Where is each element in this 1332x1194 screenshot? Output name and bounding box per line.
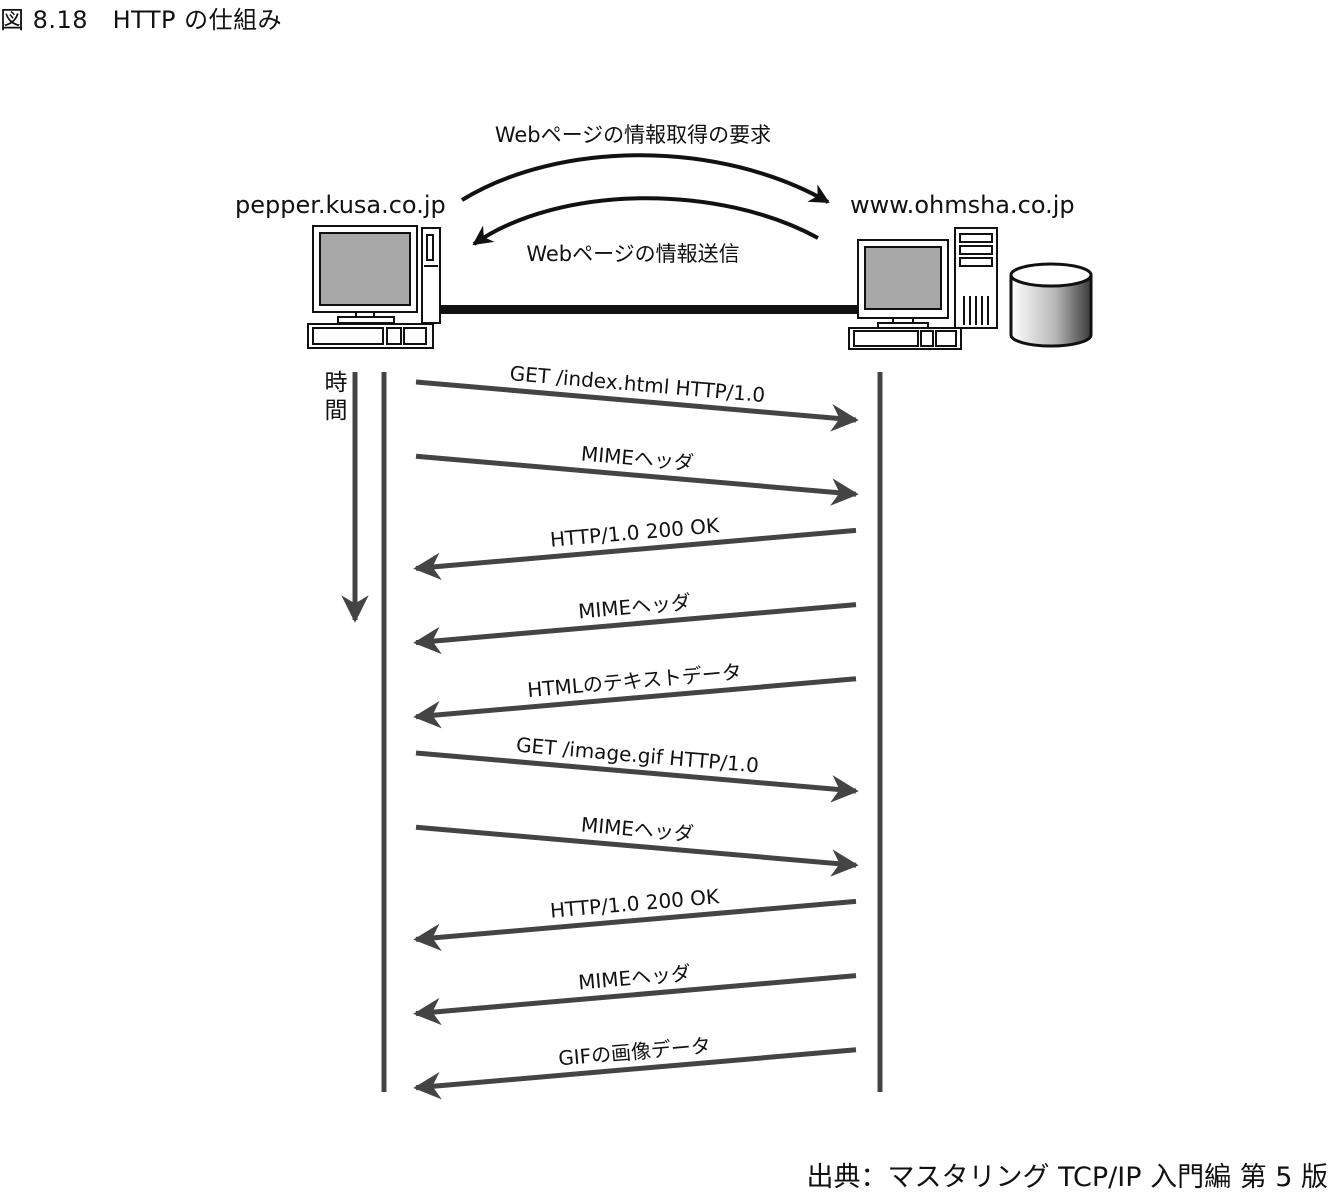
client-hostname: pepper.kusa.co.jp <box>235 191 446 219</box>
server-computer-icon <box>848 227 998 350</box>
message-arrow-10 <box>413 1047 857 1100</box>
message-arrow-2 <box>415 453 859 506</box>
client-computer-icon <box>307 225 441 349</box>
overview-request-label: Webページの情報取得の要求 <box>495 123 771 147</box>
message-arrow-8 <box>413 898 857 951</box>
database-icon <box>1009 262 1093 348</box>
message-arrow-9 <box>413 973 857 1026</box>
source-citation: 出典：マスタリング TCP/IP 入門編 第 5 版 <box>806 1162 1328 1193</box>
message-arrow-4 <box>413 602 857 655</box>
overview-response-label: Webページの情報送信 <box>526 242 739 266</box>
time-label-bottom: 間 <box>325 398 348 424</box>
time-label-top: 時 <box>325 370 348 396</box>
message-arrow-5 <box>413 676 857 729</box>
network-cable <box>440 305 860 314</box>
request-curve-arrow <box>460 153 830 204</box>
message-arrow-3 <box>413 527 857 580</box>
figure-caption: 図 8.18 HTTP の仕組み <box>0 6 283 34</box>
message-arrow-6 <box>415 750 859 803</box>
response-curve-arrow <box>472 196 819 246</box>
message-arrow-1 <box>415 379 859 432</box>
server-hostname: www.ohmsha.co.jp <box>850 191 1075 219</box>
message-group: GET /index.html HTTP/1.0MIMEヘッダHTTP/1.0 … <box>413 361 859 1100</box>
message-arrow-7 <box>415 824 859 877</box>
